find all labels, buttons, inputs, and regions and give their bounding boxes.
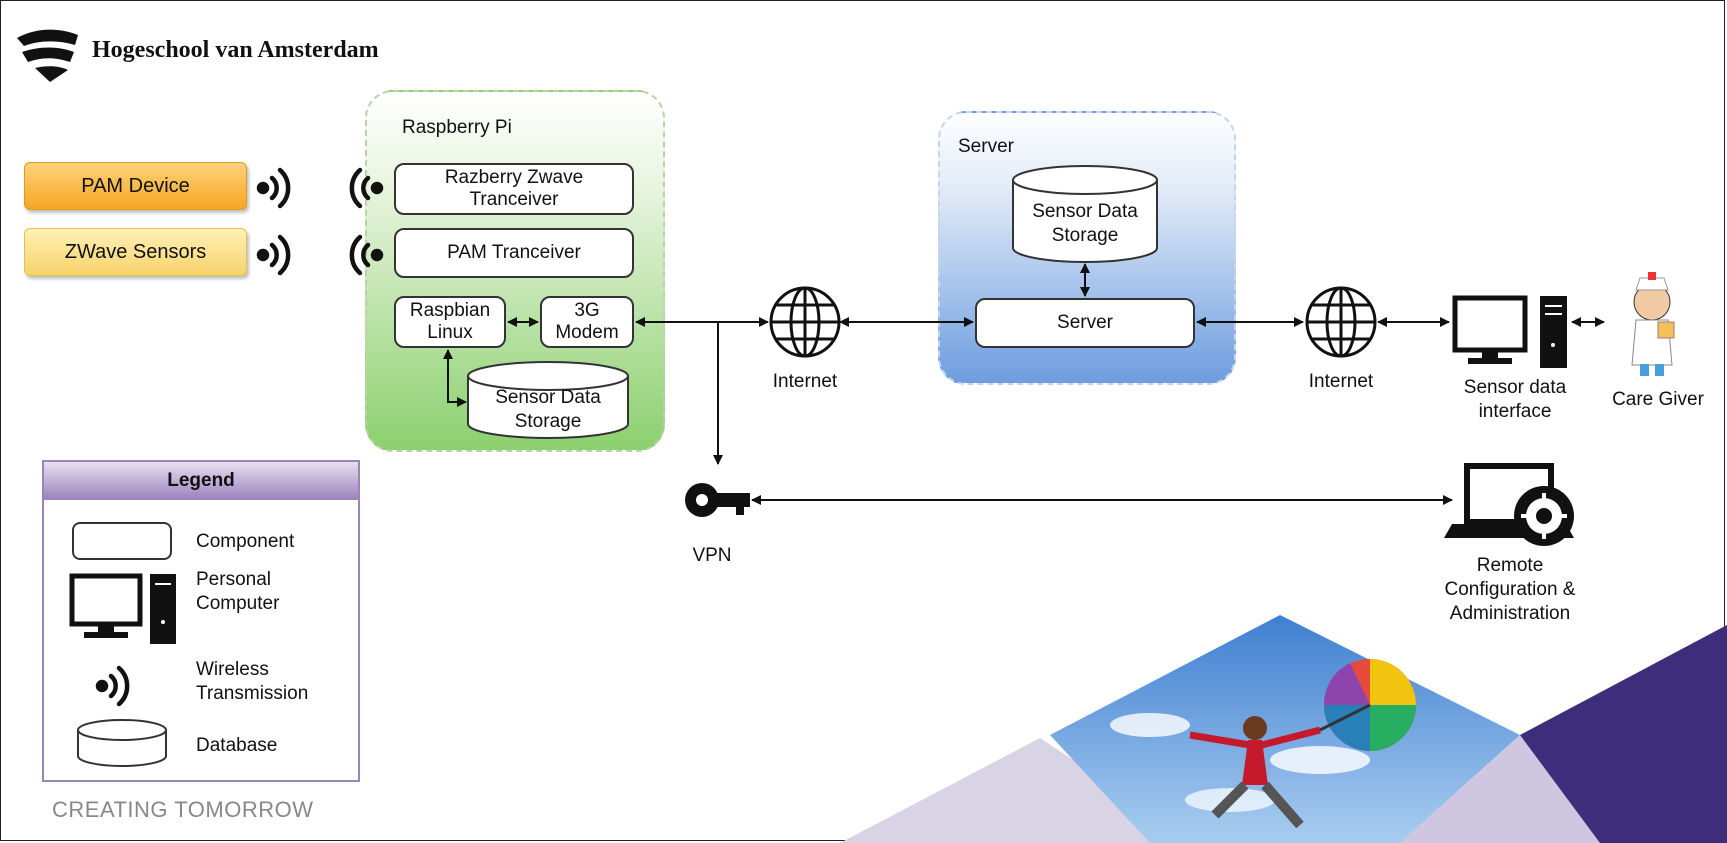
jumping-woman-figure — [1189, 716, 1321, 829]
cloud — [1270, 746, 1370, 774]
triangle-light-purple — [840, 738, 1200, 843]
legend-wireless-line2: Transmission — [196, 683, 309, 704]
pi-storage-line2: Storage — [514, 411, 582, 432]
sensor-interface-line1: Sensor data — [1463, 377, 1567, 398]
computer-icon — [1452, 295, 1567, 368]
legend-pc-line2: Computer — [196, 593, 280, 614]
sensor-interface-label: Sensor data interface — [1440, 376, 1590, 424]
pi-storage-line1: Sensor Data — [495, 387, 601, 408]
sensor-interface-line2: interface — [1478, 401, 1552, 422]
legend-component-label: Component — [196, 531, 295, 552]
wireless-icon — [349, 234, 384, 276]
remote-line2: Configuration & — [1444, 579, 1576, 600]
cloud — [1110, 713, 1190, 737]
raspbian-line1: Raspbian — [409, 300, 491, 321]
legend-database-label: Database — [196, 735, 278, 756]
pam-device-label: PAM Device — [81, 174, 190, 197]
zwave-sensors[interactable]: ZWave Sensors — [24, 228, 247, 276]
internet-left-label: Internet — [772, 371, 838, 392]
database-icon — [77, 719, 167, 767]
legend-pc-line1: Personal — [196, 569, 271, 590]
sky-photo — [1050, 615, 1520, 843]
server-storage-line1: Sensor Data — [1032, 201, 1138, 222]
legend-title: Legend — [44, 462, 358, 500]
razberry-line2: Tranceiver — [469, 189, 559, 210]
vpn-label: VPN — [692, 545, 732, 566]
umbrella — [1319, 659, 1416, 751]
server-box[interactable]: Server — [975, 298, 1195, 348]
legend-component-swatch — [72, 522, 172, 560]
doctor-icon — [1631, 272, 1675, 376]
pam-tranceiver[interactable]: PAM Tranceiver — [394, 228, 634, 278]
razberry-line1: Razberry Zwave — [444, 167, 584, 188]
remote-line1: Remote — [1476, 555, 1544, 576]
globe-icon — [769, 286, 841, 358]
arrow-linux-storage — [443, 349, 467, 407]
server-box-label: Server — [1057, 312, 1113, 333]
modem-line2: Modem — [555, 322, 619, 343]
care-giver-label: Care Giver — [1612, 389, 1704, 410]
laptop-gear-icon — [1444, 463, 1574, 546]
database-icon — [1012, 165, 1158, 263]
internet-right-label: Internet — [1308, 371, 1374, 392]
computer-icon — [69, 573, 176, 644]
server-group-title: Server — [958, 136, 1014, 157]
zwave-sensors-label: ZWave Sensors — [64, 240, 207, 263]
wireless-icon — [349, 167, 384, 209]
legend-wireless-line1: Wireless — [196, 659, 269, 680]
slogan: CREATING TOMORROW — [52, 797, 314, 822]
wireless-icon — [256, 167, 291, 209]
triangle-dark-purple — [1520, 625, 1727, 843]
server-storage-line2: Storage — [1051, 225, 1119, 246]
legend: Legend Component Personal Computer Wirel… — [42, 460, 360, 782]
remote-line3: Administration — [1449, 603, 1571, 624]
database-icon — [467, 361, 629, 439]
server-storage-label: Sensor Data Storage — [1013, 200, 1157, 248]
pam-tranceiver-label: PAM Tranceiver — [447, 242, 581, 263]
pam-device[interactable]: PAM Device — [24, 162, 247, 210]
raspberry-pi-title: Raspberry Pi — [402, 117, 512, 138]
modem-line1: 3G — [574, 300, 600, 321]
wireless-icon — [95, 665, 130, 707]
key-icon — [685, 483, 750, 517]
institution-name: Hogeschool van Amsterdam — [92, 37, 379, 63]
globe-icon — [1305, 286, 1377, 358]
raspbian-line2: Linux — [427, 322, 473, 343]
legend-wireless-label: Wireless Transmission — [196, 658, 308, 706]
pi-storage-label: Sensor Data Storage — [468, 386, 628, 434]
remote-admin-label: Remote Configuration & Administration — [1420, 554, 1600, 626]
legend-pc-label: Personal Computer — [196, 568, 279, 616]
wireless-icon — [256, 234, 291, 276]
